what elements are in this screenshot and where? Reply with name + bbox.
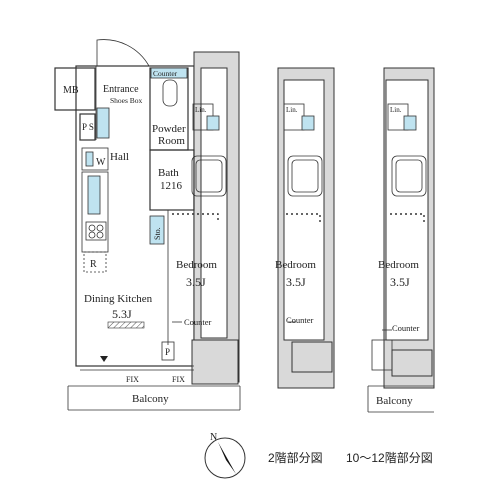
shoes-box	[96, 107, 110, 139]
counter-label: Counter	[184, 317, 212, 327]
right-linen-label: Lin.	[390, 106, 402, 114]
kitchen-sink	[87, 175, 101, 215]
entry-marker	[100, 356, 108, 362]
compass: N	[204, 432, 246, 479]
right-counter-label: Counter	[392, 323, 420, 333]
ps-label: P S	[82, 122, 94, 132]
refrigerator-label: R	[90, 259, 97, 270]
kitchen-counter	[81, 171, 109, 253]
right-balcony-label: Balcony	[376, 395, 413, 407]
washer-label: W	[96, 157, 106, 168]
floor-hatch	[107, 321, 145, 329]
bedroom-size: 3.5J	[186, 275, 206, 289]
dining-kitchen-size: 5.3J	[112, 307, 132, 321]
entrance-door-swing	[96, 39, 150, 67]
right-bathtub	[391, 155, 427, 197]
mid-bedroom-size: 3.5J	[286, 275, 306, 289]
bath-label-1: Bath	[158, 167, 179, 179]
cooktop	[85, 221, 107, 241]
bathtub	[191, 155, 227, 197]
right-bedroom-size: 3.5J	[390, 275, 410, 289]
storage	[149, 215, 165, 245]
caption-floor-10-12: 10～12階部分図	[346, 450, 433, 465]
mid-bathtub	[287, 155, 323, 197]
right-bedroom-label: Bedroom	[378, 259, 419, 271]
balcony-label: Balcony	[132, 393, 169, 405]
compass-ring	[204, 437, 246, 479]
mid-counter-label: Counter	[286, 315, 314, 325]
bedroom-label: Bedroom	[176, 259, 217, 271]
pipe-space	[161, 341, 175, 361]
linen-label: Lin.	[195, 106, 207, 114]
hall-label: Hall	[110, 151, 129, 163]
pipe-space-label: P	[165, 347, 170, 357]
unit-plan-partial-right: Lin. Bedroom 3.5J Counter Balcony	[367, 67, 435, 413]
bath-label-2: 1216	[160, 180, 183, 192]
washer-space	[81, 147, 109, 171]
dining-kitchen-label: Dining Kitchen	[84, 293, 153, 305]
bathroom	[149, 149, 195, 211]
bottom-right-wall	[191, 339, 239, 385]
refrigerator-space	[83, 251, 107, 273]
mid-wash-basin	[301, 115, 315, 131]
ps-box	[79, 113, 96, 141]
counter-top	[150, 67, 188, 79]
storage-label: Sto.	[153, 227, 162, 240]
toilet	[162, 79, 178, 107]
entrance-label: Entrance	[103, 84, 139, 95]
north-arrow-icon	[218, 442, 236, 474]
powder-room-label-2: Room	[158, 135, 185, 147]
caption-floor-2: 2階部分図	[268, 450, 323, 465]
unit-plan-partial-middle: Lin. Bedroom 3.5J Counter	[275, 67, 335, 389]
wash-basin	[206, 115, 220, 131]
fix-window-left: FIX	[126, 375, 139, 384]
north-label: N	[210, 432, 217, 443]
counter-top-label: Counter	[153, 69, 178, 78]
unit-outline	[75, 65, 195, 367]
mb-label: MB	[63, 85, 79, 96]
fix-window-right: FIX	[172, 375, 185, 384]
mid-bedroom-label: Bedroom	[275, 259, 316, 271]
mb-box	[54, 67, 96, 111]
unit-plan-floor-2: MB Entrance Shoes Box P S Counter Powder…	[54, 39, 241, 411]
mid-linen-label: Lin.	[286, 106, 298, 114]
powder-room-label-1: Powder	[152, 123, 186, 135]
right-wash-basin	[403, 115, 417, 131]
shoes-box-label: Shoes Box	[110, 96, 143, 105]
